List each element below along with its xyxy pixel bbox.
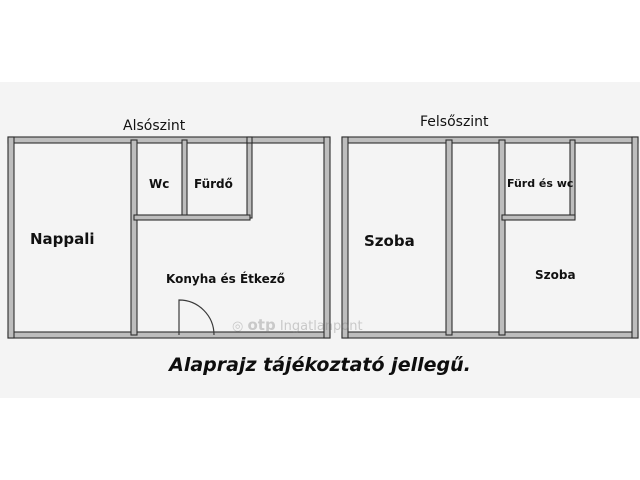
room-label-bath-wc: Fürd és wc <box>507 177 574 190</box>
room-label-bathroom: Fürdő <box>194 177 233 191</box>
wall-upper-left <box>341 136 349 339</box>
wall-lower-top <box>7 136 331 144</box>
room-label-kitchen: Konyha és Étkező <box>166 272 285 286</box>
watermark-logo-icon: ◎ <box>232 319 248 334</box>
wall-kitchen-notch <box>246 136 253 144</box>
wall-lower-left <box>7 136 15 339</box>
lower-level-title: Alsószint <box>123 118 186 134</box>
wall-upper-top <box>341 136 639 144</box>
wall-bath-right <box>246 139 253 219</box>
watermark-text: Ingatlanpont <box>279 319 363 334</box>
watermark-brand: otp <box>247 316 276 334</box>
wall-upper-stair-left <box>445 139 453 336</box>
wall-lower-right <box>323 136 331 339</box>
wall-living-partition <box>130 139 138 336</box>
room-label-room-left: Szoba <box>364 232 415 250</box>
wall-upper-bottom <box>341 331 639 339</box>
wall-wet-rooms-bottom <box>133 214 251 221</box>
wall-upper-right <box>631 136 639 339</box>
upper-level-title: Felsőszint <box>420 114 489 130</box>
watermark: ◎ otp Ingatlanpont <box>232 316 363 334</box>
wall-wc-bath-partition <box>181 139 188 219</box>
wall-upper-bath-bottom <box>501 214 576 221</box>
plan-caption: Alaprajz tájékoztató jellegű. <box>169 354 471 376</box>
room-label-wc: Wc <box>149 177 170 191</box>
room-label-room-right: Szoba <box>535 268 576 282</box>
door-swing <box>178 299 215 336</box>
floor-plan-sheet <box>0 82 640 398</box>
room-label-living: Nappali <box>30 230 95 248</box>
wall-upper-stair-right <box>498 139 506 336</box>
